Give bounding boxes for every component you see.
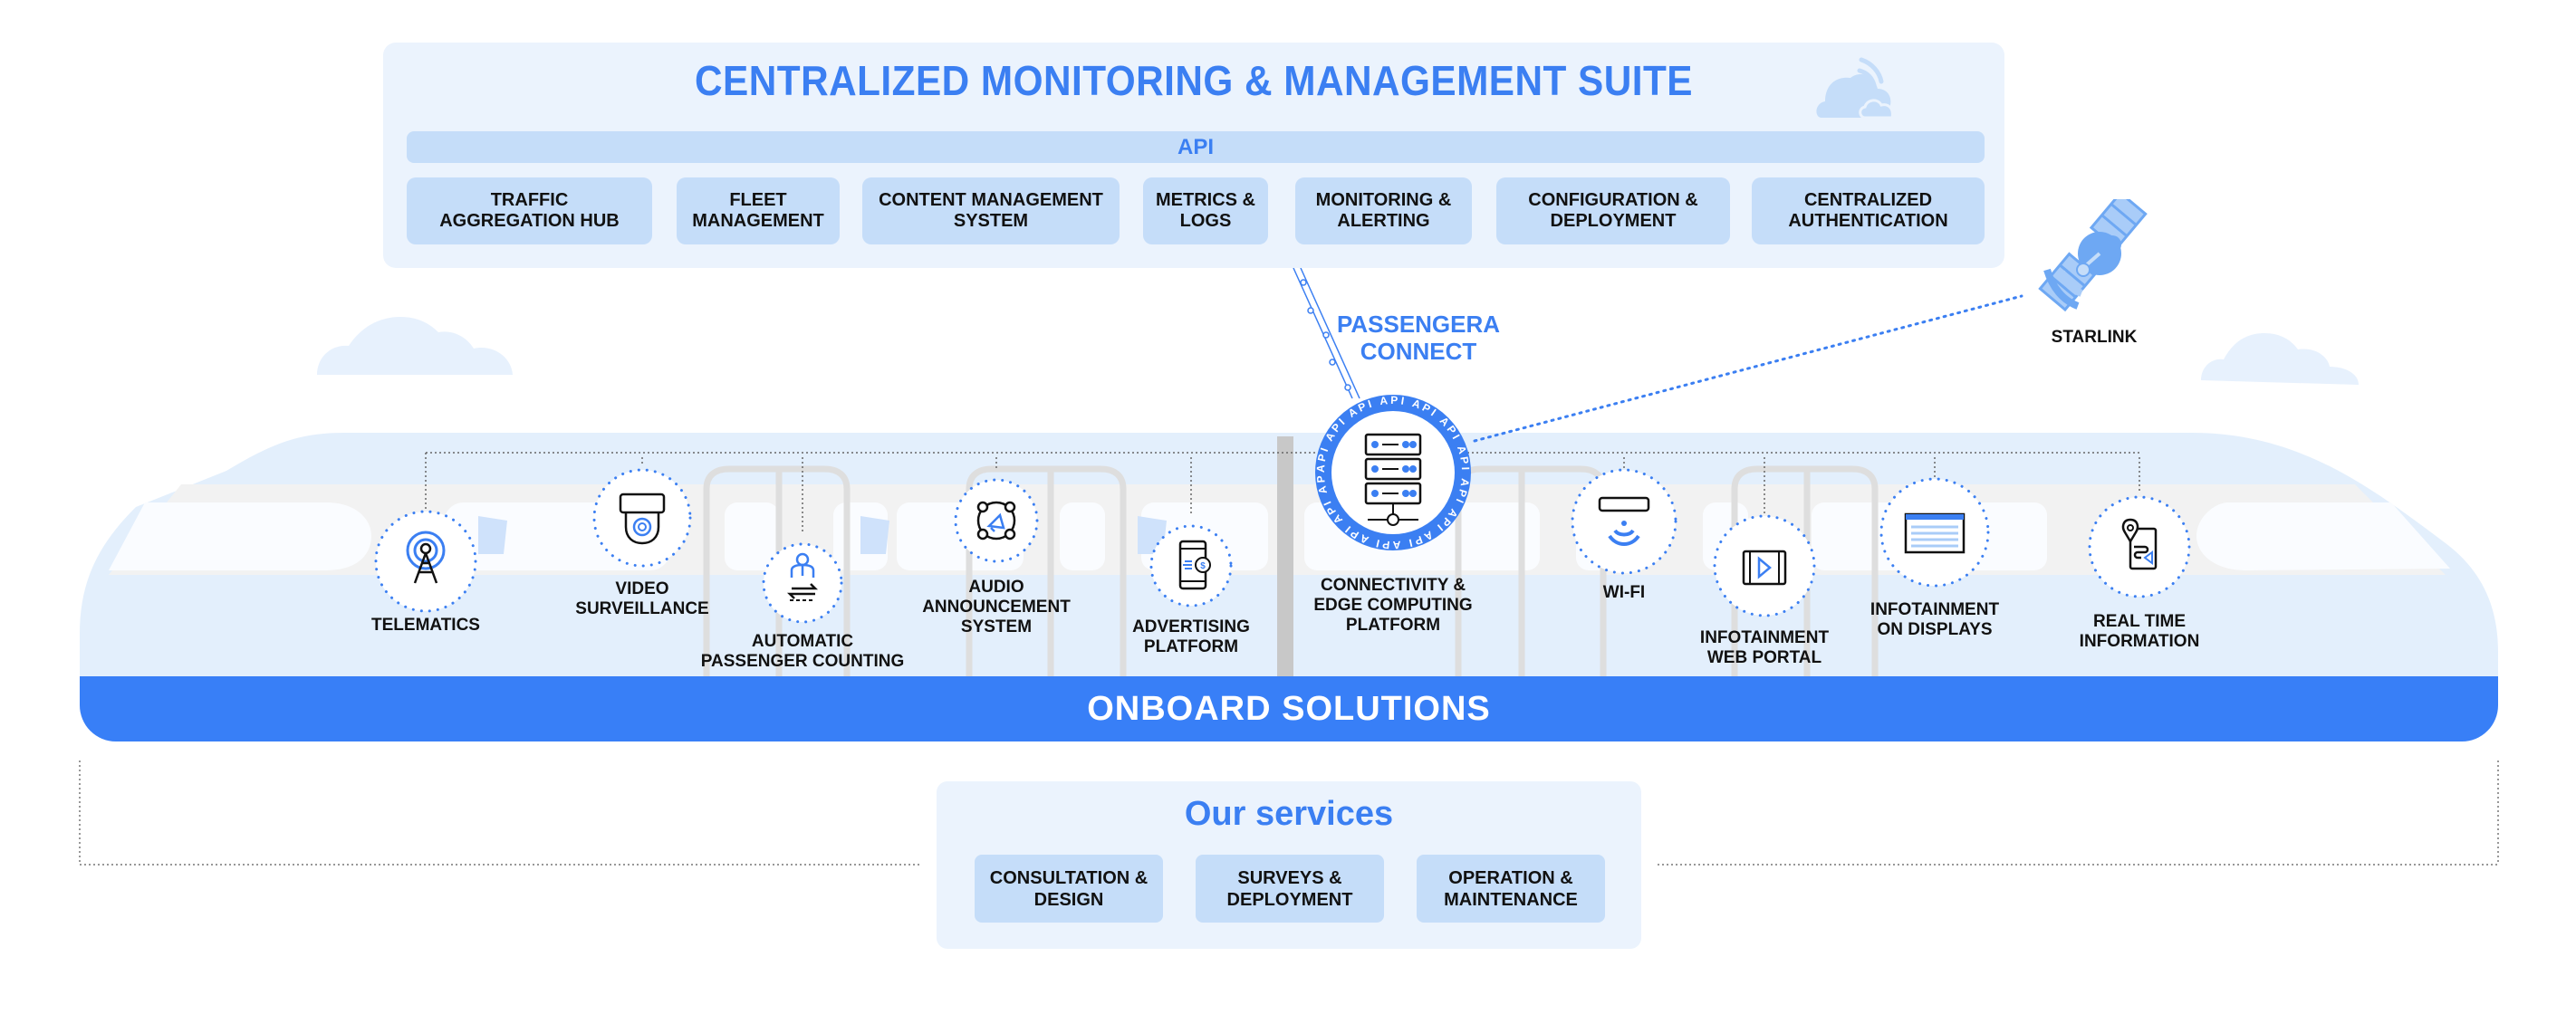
solution-real-time-information[interactable] [2087,494,2192,599]
passenger-counting-icon [786,552,819,601]
module-label: CENTRALIZED [1803,190,1933,210]
services-title: Our services [1184,795,1394,833]
solution-infotainment-web-portal[interactable] [1712,513,1817,618]
solution-label: WI-FI [1602,583,1646,602]
module-label: AUTHENTICATION [1788,211,1948,231]
map-route-icon [2121,518,2158,570]
service-label: CONSULTATION & [989,867,1149,888]
module-label: MONITORING & [1315,190,1452,210]
module-label: CONTENT MANAGEMENT [879,190,1103,210]
connector-lines [425,452,2140,534]
wifi-router-icon [1598,496,1650,546]
car-divider [1277,436,1293,676]
cloud-signal-icon [1816,57,1894,120]
module-label: AGGREGATION HUB [439,211,620,231]
satellite-icon [2038,199,2148,312]
module-metrics-logs[interactable]: METRICS &LOGS [1143,177,1268,244]
cloud-left [317,317,513,375]
module-label: LOGS [1179,211,1232,231]
server-rack-icon [1364,433,1422,526]
service-label: SURVEYS & [1237,867,1342,888]
api-bar: API [407,131,1985,163]
service-label: OPERATION & [1448,867,1573,888]
module-label: METRICS & [1156,190,1255,210]
connect-title-line: CONNECT [1360,338,1477,365]
svg-text:$: $ [1200,561,1206,571]
starlink-label: STARLINK [2051,328,2138,347]
security-camera-icon [619,493,666,545]
module-label: TRAFFIC [490,190,569,210]
antenna-tower-icon [406,531,446,584]
connect-title-line: PASSENGERA [1336,311,1501,338]
solution-automatic-passenger-counting[interactable] [761,541,844,625]
module-label: SYSTEM [953,211,1029,231]
solution-video-surveillance[interactable] [591,467,693,569]
service-label: MAINTENANCE [1444,889,1578,910]
onboard-solutions-band: ONBOARD SOLUTIONS [80,676,2498,741]
service-operation-maintenance[interactable]: OPERATION &MAINTENANCE [1417,855,1605,923]
service-surveys-deployment[interactable]: SURVEYS &DEPLOYMENT [1196,855,1384,923]
window-stickers [478,516,1167,554]
solution-advertising-platform[interactable]: $ [1149,523,1234,608]
solution-connectivity-edge-computing[interactable]: API API API API API API API API API API … [1312,391,1475,554]
cloud-right [2201,333,2359,385]
module-label: ALERTING [1337,211,1430,231]
module-label: CONFIGURATION & [1528,190,1698,210]
module-label: DEPLOYMENT [1550,211,1677,231]
solution-wi-fi[interactable] [1570,467,1678,576]
service-label: DEPLOYMENT [1226,889,1353,910]
solution-infotainment-on-displays[interactable] [1879,476,1991,588]
module-configuration-deployment[interactable]: CONFIGURATION &DEPLOYMENT [1496,177,1730,244]
module-label: MANAGEMENT [692,211,824,231]
service-consultation-design[interactable]: CONSULTATION &DESIGN [975,855,1163,923]
passengera-connect-title: PASSENGERA CONNECT [1337,311,1500,365]
display-table-icon [1904,512,1966,554]
solution-telematics[interactable] [373,509,478,614]
megaphone-icon [976,501,1016,540]
suite-title: CENTRALIZED MONITORING & MANAGEMENT SUIT… [695,57,1693,104]
module-monitoring-alerting[interactable]: MONITORING &ALERTING [1295,177,1472,244]
starlink-link [1473,294,2023,443]
video-play-icon [1742,550,1787,586]
service-label: DESIGN [1033,889,1104,910]
module-label: FLEET [729,190,787,210]
solution-label: TELEMATICS [371,616,480,635]
services-frame [79,760,2499,866]
suite-uplink [1293,267,1360,399]
phone-dollar-icon: $ [1178,540,1211,590]
solution-audio-announcement-system[interactable] [953,477,1040,564]
